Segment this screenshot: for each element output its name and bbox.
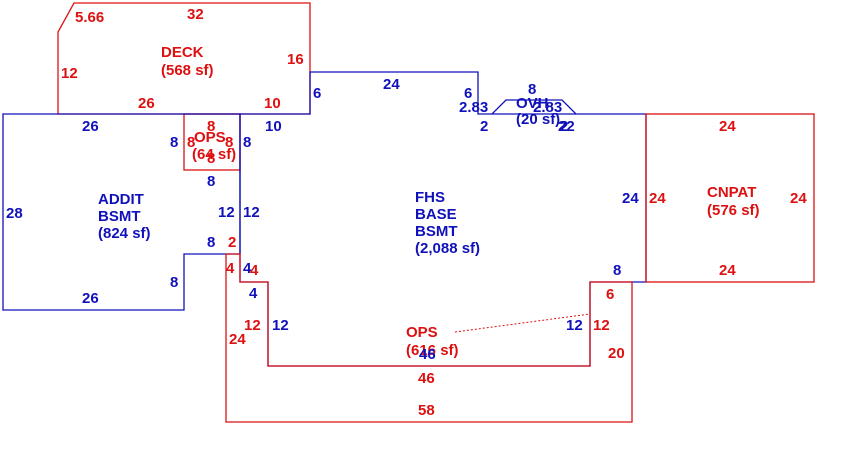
dim-fhs-left-step-v: 4 — [249, 285, 258, 302]
cnpat-area: (576 sf) — [707, 202, 760, 219]
dim-fhs-left-step-h: 4 — [243, 260, 252, 277]
dim-ops-top: 8 — [207, 118, 215, 135]
dim-fhs-left-mid: 12 — [243, 204, 260, 221]
dim-opsl-right-inner: 12 — [593, 317, 610, 334]
dim-fhs-right-lower: 12 — [566, 317, 583, 334]
dim-fhs-top-tail: 22 — [558, 118, 575, 135]
dim-opsl-left-inner: 12 — [244, 317, 261, 334]
deck-area: (568 sf) — [161, 62, 214, 79]
ops-large-area: (616 sf) — [406, 342, 459, 359]
dim-deck-right: 16 — [287, 51, 304, 68]
dim-opsl-right: 20 — [608, 345, 625, 362]
dim-addit-top: 26 — [82, 118, 99, 135]
dim-opsl-left: 24 — [229, 331, 246, 348]
deck-label: DECK — [161, 44, 204, 61]
dim-ops-left: 8 — [187, 134, 195, 151]
dim-ops-bottom: 8 — [207, 150, 215, 167]
ops-small-area: (64 sf) — [192, 146, 236, 163]
fhs-area: (2,088 sf) — [415, 240, 480, 257]
dim-ops-right: 8 — [225, 134, 233, 151]
dim-cnpat-bottom: 24 — [719, 262, 736, 279]
dim-addit-notch-h: 8 — [207, 234, 215, 251]
dim-deck-top: 32 — [187, 6, 204, 23]
dim-addit-bottom: 26 — [82, 290, 99, 307]
addit-area: (824 sf) — [98, 225, 151, 242]
dim-deck-bottom-right: 10 — [264, 95, 281, 112]
dim-fhs-bay-right-v: 2 — [560, 118, 568, 135]
fhs-label-line3: BSMT — [415, 223, 458, 240]
dim-addit-right-upper: 8 — [170, 134, 178, 151]
cnpat-label: CNPAT — [707, 184, 756, 201]
dim-cnpat-left: 24 — [649, 190, 666, 207]
dim-fhs-step-v: 6 — [313, 85, 321, 102]
ovh-label: OVH — [516, 95, 549, 112]
dim-fhs-bay-left-v: 2 — [480, 118, 488, 135]
dim-fhs-top-right-v: 6 — [464, 85, 472, 102]
dim-opsl-step-h: 4 — [226, 260, 235, 277]
dim-addit-notch-v: 8 — [170, 274, 178, 291]
dim-opsl-inner-bottom: 46 — [418, 370, 435, 387]
dim-addit-left: 28 — [6, 205, 23, 222]
dim-fhs-bay-left: 2.83 — [459, 99, 488, 116]
dim-cnpat-right: 24 — [790, 190, 807, 207]
ops-large-label: OPS — [406, 324, 438, 341]
dim-ops-inner-bottom: 8 — [207, 173, 215, 190]
dim-deck-left: 12 — [61, 65, 78, 82]
fhs-label-line2: BASE — [415, 206, 457, 223]
dim-cnpat-top: 24 — [719, 118, 736, 135]
dim-fhs-bottom: 46 — [419, 346, 436, 363]
ops-large-outline — [225, 253, 633, 423]
dim-deck-diag: 5.66 — [75, 9, 104, 26]
ops-large-leader — [454, 313, 591, 333]
dim-opsl-top-right: 6 — [606, 286, 614, 303]
dim-opsl-step-v: 4 — [250, 262, 259, 279]
dim-fhs-bay-top: 8 — [528, 81, 536, 98]
dim-deck-bottom-left: 26 — [138, 95, 155, 112]
dim-fhs-top-left: 10 — [265, 118, 282, 135]
dim-ops-inner-right: 8 — [243, 134, 251, 151]
dim-addit-right-lower: 12 — [218, 204, 235, 221]
dim-fhs-top: 24 — [383, 76, 400, 93]
dim-fhs-bay-right: 2.83 — [533, 99, 562, 116]
cnpat-outline — [645, 113, 815, 283]
dim-opsl-bottom: 58 — [418, 402, 435, 419]
dim-fhs-bottom-right-h: 8 — [613, 262, 621, 279]
addit-label-line2: BSMT — [98, 208, 141, 225]
fhs-label-line1: FHS — [415, 189, 445, 206]
dim-fhs-left-lower: 12 — [272, 317, 289, 334]
addit-label-line1: ADDIT — [98, 191, 144, 208]
dim-fhs-right: 24 — [622, 190, 639, 207]
dim-opsl-top-left: 2 — [228, 234, 236, 251]
ops-small-label: OPS — [194, 129, 226, 146]
ovh-area: (20 sf) — [516, 111, 560, 128]
